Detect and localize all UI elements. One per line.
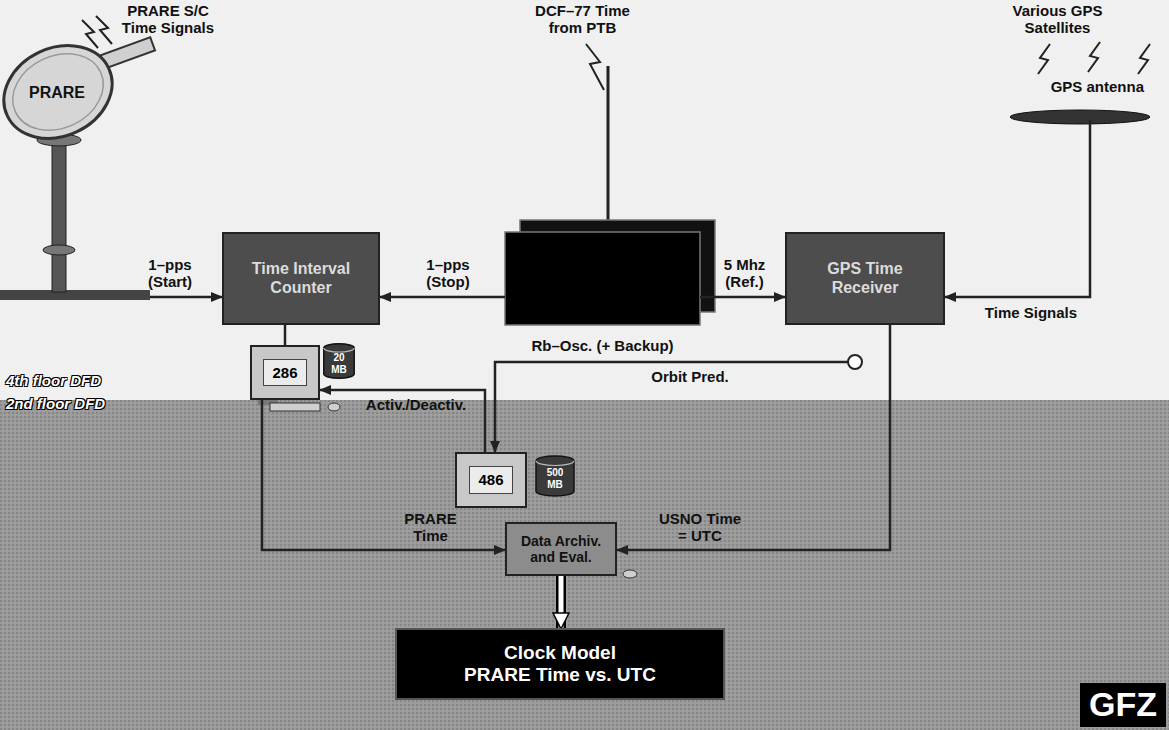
orbit-input	[848, 355, 862, 369]
signal-label: PRARE Time	[393, 510, 468, 545]
rb-oscillator	[505, 66, 715, 325]
input-label: Orbit Pred.	[640, 368, 740, 385]
screen-text: 286	[263, 359, 306, 386]
connector-arrow	[284, 325, 287, 345]
computer-keyboard	[270, 403, 320, 411]
connector-arrow	[617, 325, 890, 550]
node-text: PRARE Time vs. UTC	[464, 664, 656, 686]
oscillator-box: Rb–Osc. (+ Backup)	[505, 232, 700, 354]
connector-arrow	[945, 120, 1090, 297]
prare-antenna	[0, 40, 116, 145]
disk-cylinder: 500 MB	[535, 455, 575, 497]
background	[0, 400, 1169, 730]
gps-antenna-disc	[1010, 110, 1150, 124]
output-box: Clock ModelPRARE Time vs. UTC	[395, 628, 725, 700]
arrow-outline	[556, 576, 566, 628]
source-label: PRARE S/C Time Signals	[118, 2, 218, 37]
gps-antenna-disc	[1010, 110, 1150, 124]
background	[0, 400, 1169, 730]
node-text: Rb–Osc. (+ Backup)	[531, 337, 673, 354]
connector-arrow	[320, 390, 485, 452]
signal-bolt	[96, 16, 112, 44]
computer-monitor: 286	[250, 345, 320, 400]
node-text: 20 MB	[327, 352, 351, 375]
computer-keyboard	[328, 403, 340, 411]
signal-label: USNO Time = UTC	[655, 510, 745, 545]
signal-label: Time Signals	[980, 304, 1082, 321]
disk-outline	[536, 456, 574, 496]
signal-label: 1–pps (Stop)	[413, 256, 483, 291]
signal-bolt	[82, 20, 98, 48]
computer-keyboard	[623, 570, 637, 578]
orbit-input	[495, 355, 862, 452]
computer-monitor: 486	[455, 452, 527, 508]
connector-arrow	[700, 296, 785, 299]
connector-arrow	[559, 576, 564, 628]
rb-oscillator	[505, 232, 700, 325]
node-text: Clock Model	[504, 642, 616, 664]
node-text: Data Archiv. and Eval.	[514, 533, 609, 565]
node-text: 500 MB	[539, 467, 571, 490]
signal-bolt	[586, 44, 604, 90]
node-text: GPS Time Receiver	[805, 260, 925, 297]
prare-antenna	[0, 28, 127, 155]
process-box: Time Interval Counter	[222, 232, 380, 325]
floor-label: 4th floor DFD	[6, 372, 146, 389]
disk-outline	[324, 344, 354, 378]
node-text: GFZ	[1089, 685, 1157, 724]
node-text: GPS antenna	[1051, 78, 1144, 95]
antenna-label-box: GPS antenna	[1010, 78, 1150, 120]
signal-label: 5 Mhz (Ref.)	[712, 256, 777, 291]
signal-bolt	[1138, 44, 1150, 74]
prare-antenna	[43, 245, 75, 255]
screen-text: 486	[469, 466, 512, 493]
prare-antenna	[0, 290, 150, 300]
antenna-dish: PRARE	[5, 40, 150, 305]
signal-label: 1–pps (Start)	[140, 256, 200, 291]
connector-arrow	[380, 296, 505, 299]
disk-rim	[324, 348, 354, 352]
prare-antenna	[52, 128, 66, 292]
source-label: DCF–77 Time from PTB	[525, 2, 640, 37]
connector-arrow	[150, 296, 222, 299]
process-box: Data Archiv. and Eval.	[505, 522, 617, 576]
prare-antenna	[0, 28, 155, 300]
computer-keyboard	[258, 400, 637, 578]
node-text: Time Interval Counter	[239, 260, 364, 297]
disk-cylinder: 20 MB	[323, 343, 355, 379]
signal-bolt	[1038, 44, 1050, 74]
disk-rim	[536, 461, 574, 466]
signal-bolt	[1088, 42, 1100, 72]
rb-oscillator	[607, 66, 610, 220]
logo-box: GFZ	[1080, 683, 1166, 727]
orbit-input	[495, 362, 848, 452]
node-text: PRARE	[29, 84, 85, 102]
floor-label: 2nd floor DFD	[6, 395, 146, 412]
source-label: Various GPS Satellites	[1000, 2, 1115, 37]
signal-label: Activ./Deactiv.	[352, 396, 480, 413]
process-box: GPS Time Receiver	[785, 232, 945, 325]
